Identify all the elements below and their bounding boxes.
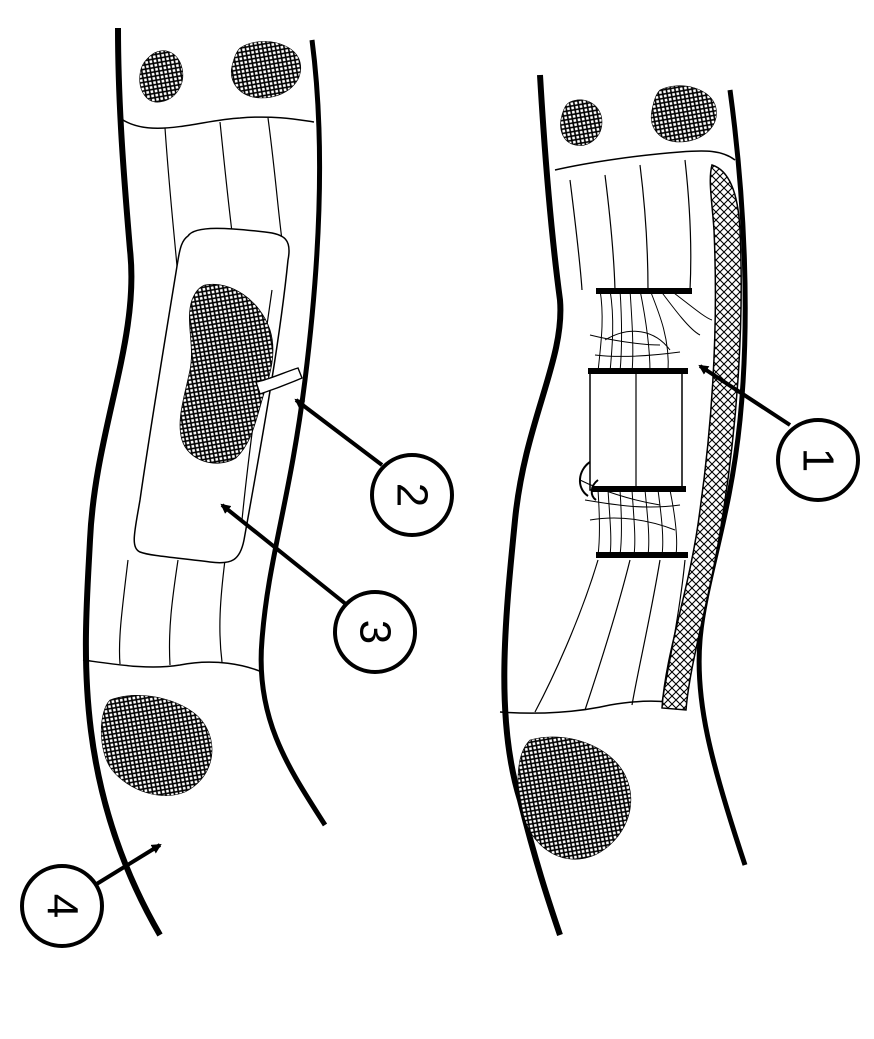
callout-2: 2 [370,453,454,537]
leader-line-3 [220,503,349,607]
left-conductor-line [168,559,179,666]
leader-line-4 [93,843,162,887]
callout-circle-icon [370,453,454,537]
leader-line-2 [294,398,384,467]
callout-circle-icon [776,418,860,502]
right-conductor-line [639,164,649,291]
protruding-conductor [255,367,303,395]
jacket-texture [560,99,603,146]
left-cable-inner-edge [258,39,328,827]
right-conductor-line [569,179,583,291]
crimp-band [596,288,692,294]
right-cable [499,74,748,936]
left-cable-outer-edge [82,27,163,937]
right-conductor-line [631,559,661,706]
braided-shield [661,164,742,711]
jacket-texture [650,85,717,143]
wire-hook [579,461,591,497]
right-jacket-cut-top [554,150,736,171]
right-conductor-line [661,559,686,703]
left-cable [82,27,328,937]
jacket-texture [100,695,213,796]
right-conductor-line [604,174,616,291]
callout-4: 4 [20,864,104,948]
crimp-band [596,552,688,558]
callout-label-3: 3 [351,620,400,644]
jacket-texture [230,41,302,99]
wire-strands-upper [589,289,713,373]
right-cable-inner-edge [696,89,748,866]
leader-line-1 [698,364,792,427]
left-conductor-line [219,121,233,233]
callout-label-1: 1 [794,448,843,472]
crimp-band [588,368,688,374]
left-jacket-cut-bottom [82,659,263,673]
crimp-band [592,486,686,492]
left-conductor-line [219,559,226,663]
leader-lines [93,364,792,887]
callout-label-4: 4 [38,894,87,918]
right-jacket-cut-bottom [499,700,683,714]
callout-circle-icon [333,590,417,674]
right-conductor-line [584,559,631,711]
left-conductor-line [267,117,283,241]
jacket-texture [139,50,184,103]
jacket-texture [517,736,632,860]
left-jacket-cut-top [119,116,315,129]
right-conductor-line [534,559,599,713]
callout-circle-icon [20,864,104,948]
wire-hook [590,479,599,501]
callout-1: 1 [776,418,860,502]
wire-strands-lower [579,479,681,556]
right-conductor-line [684,159,692,291]
damaged-area-hatch [179,283,274,464]
callout-label-2: 2 [388,483,437,507]
left-conductor-line [118,559,129,665]
callout-3: 3 [333,590,417,674]
